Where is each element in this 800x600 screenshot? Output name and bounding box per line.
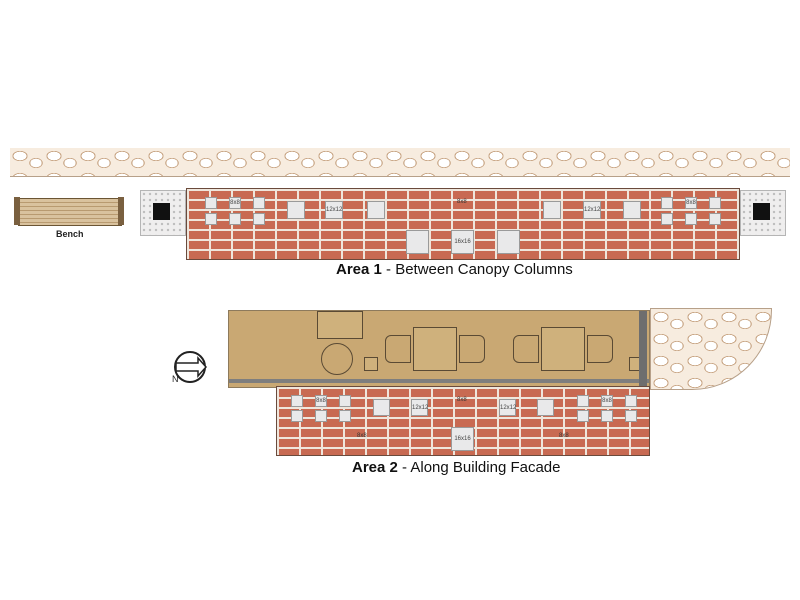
- paver-8x8: [253, 213, 265, 225]
- paver-label-center: 8x8: [457, 199, 467, 205]
- paver-8x8: 8x8: [229, 197, 241, 209]
- bench-label: Bench: [56, 229, 84, 239]
- paver-8x8: [709, 213, 721, 225]
- paver-8x8: 8x8: [315, 395, 327, 407]
- bench: [18, 198, 122, 226]
- paver-8x8: [291, 395, 303, 407]
- bench-end-left: [14, 197, 20, 225]
- planter: [317, 311, 363, 339]
- paver-8x8: 8x8: [685, 197, 697, 209]
- paver-8x8: [291, 410, 303, 422]
- facade-wall-line: [229, 379, 649, 383]
- paver-8x8: [205, 213, 217, 225]
- paver-8x8: [339, 410, 351, 422]
- paver-8x8: [229, 213, 241, 225]
- paver-8x8: [709, 197, 721, 209]
- paver-8x8: [253, 197, 265, 209]
- cobblestone-curve: [650, 308, 772, 390]
- chair-2a: [513, 335, 539, 363]
- paver-8x8: [315, 410, 327, 422]
- paver-12x12: [373, 399, 390, 416]
- paver-8x8: [601, 410, 613, 422]
- paver-12x12: [367, 201, 385, 219]
- paver-12x12: [623, 201, 641, 219]
- paver-8x8: 8x8: [601, 395, 613, 407]
- paver-12x12: [287, 201, 305, 219]
- cobblestone-band: [10, 148, 790, 177]
- cafe-table-1: [413, 327, 457, 371]
- paver-8x8: [577, 395, 589, 407]
- chair-1b: [459, 335, 485, 363]
- area2-caption: Area 2 - Along Building Facade: [352, 459, 561, 476]
- paver-12x12: [537, 399, 554, 416]
- paver-8x8: [661, 197, 673, 209]
- facade-end-post: [639, 311, 647, 387]
- paver-8x8: [625, 395, 637, 407]
- column-base-right: [740, 190, 786, 236]
- cafe-table-2: [541, 327, 585, 371]
- paver-8x8: [661, 213, 673, 225]
- building-patio: [228, 310, 650, 388]
- paver-8x8: [685, 213, 697, 225]
- paver-16x16: [406, 230, 429, 254]
- canopy-column-right: [753, 203, 770, 220]
- chair-2b: [587, 335, 613, 363]
- paver-12x12: [543, 201, 561, 219]
- round-table: [321, 343, 353, 375]
- area2-brick-paving: 8x8 12x12 8x8 16x16 12x12 8x8 8x8 8x8: [276, 386, 650, 456]
- paver-8x8: [625, 410, 637, 422]
- paver-8x8: [577, 410, 589, 422]
- paver-12x12: 12x12: [583, 201, 601, 219]
- area1-caption: Area 1 - Between Canopy Columns: [336, 261, 573, 278]
- paver-16x16: [497, 230, 520, 254]
- north-label: N: [172, 374, 179, 384]
- north-arrow-icon: [170, 349, 210, 385]
- paver-16x16: 16x16: [451, 427, 474, 451]
- paver-12x12: 12x12: [499, 399, 516, 416]
- paver-label-left: 8x8: [357, 433, 367, 439]
- canopy-column-left: [153, 203, 170, 220]
- chair-1a: [385, 335, 411, 363]
- paver-12x12: 12x12: [325, 201, 343, 219]
- area1-brick-paving: 8x8 12x12 8x8 16x16 12x12 8x8: [186, 188, 740, 260]
- paver-label-center: 8x8: [457, 397, 467, 403]
- paver-8x8: [205, 197, 217, 209]
- small-box: [364, 357, 378, 371]
- paver-8x8: [339, 395, 351, 407]
- paver-label-right: 8x8: [559, 433, 569, 439]
- paver-16x16: 16x16: [451, 230, 474, 254]
- paver-12x12: 12x12: [411, 399, 428, 416]
- bench-end-right: [118, 197, 124, 225]
